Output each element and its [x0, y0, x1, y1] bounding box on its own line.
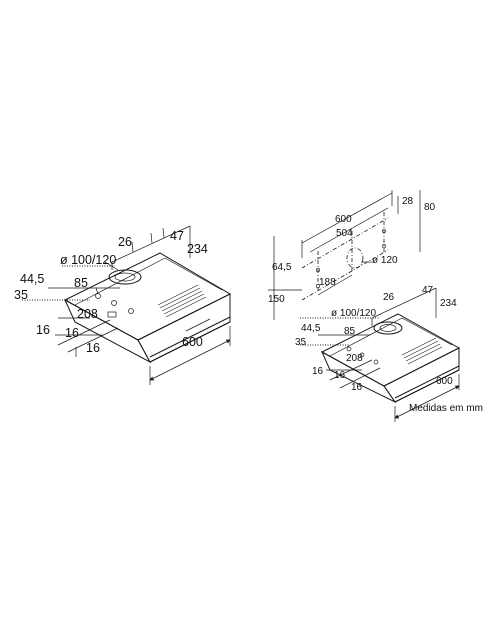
right-label-600: 600	[436, 376, 453, 387]
right-label-208: 208	[346, 353, 363, 364]
left-label-234: 234	[187, 242, 208, 256]
right-label-47: 47	[422, 285, 434, 296]
right-label-35: 35	[295, 337, 307, 348]
right-label-44-5: 44,5	[301, 323, 321, 334]
right-label-64-5: 64,5	[272, 262, 292, 273]
right-label-26: 26	[383, 292, 395, 303]
right-label-234: 234	[440, 298, 457, 309]
right-hood-dimensions	[300, 287, 460, 422]
left-label-duct: ø 100/120	[60, 253, 116, 267]
left-label-16-a: 16	[36, 323, 50, 337]
left-label-44-5: 44,5	[20, 272, 44, 286]
right-hood-labels: 26 47 234 ø 100/120 44,5 85 35 208 16 16…	[295, 285, 457, 393]
left-dimension-labels: 26 47 234 ø 100/120 44,5 85 35 208 16 16…	[14, 229, 208, 355]
left-label-600: 600	[182, 335, 203, 349]
left-label-47: 47	[170, 229, 184, 243]
right-label-80: 80	[424, 202, 436, 213]
right-label-28: 28	[402, 196, 414, 207]
left-label-16-c: 16	[86, 341, 100, 355]
right-wall-mount-drawing	[301, 210, 389, 301]
right-label-16-c: 16	[351, 382, 363, 393]
right-label-duct: ø 100/120	[331, 308, 376, 319]
right-label-120: ø 120	[372, 255, 398, 266]
right-label-85: 85	[344, 326, 356, 337]
left-label-35: 35	[14, 288, 28, 302]
left-vent-grille	[157, 284, 207, 318]
left-label-26: 26	[118, 235, 132, 249]
right-wall-labels: 600 504 28 80 64,5 150 188 ø 120	[268, 196, 436, 305]
right-wall-dimensions	[268, 190, 421, 320]
right-hood-drawing	[320, 313, 461, 404]
units-caption: Medidas em mm	[409, 403, 483, 414]
right-label-150: 150	[268, 294, 285, 305]
left-label-85: 85	[74, 276, 88, 290]
right-vent-grille	[401, 337, 443, 365]
left-label-16-b: 16	[65, 326, 79, 340]
right-label-16-b: 16	[334, 370, 346, 381]
right-label-600-width: 600	[335, 214, 352, 225]
right-label-16-a: 16	[312, 366, 324, 377]
left-label-208: 208	[77, 307, 98, 321]
right-label-504: 504	[336, 228, 353, 239]
left-dimensions	[22, 225, 231, 385]
right-label-188: 188	[319, 277, 336, 288]
